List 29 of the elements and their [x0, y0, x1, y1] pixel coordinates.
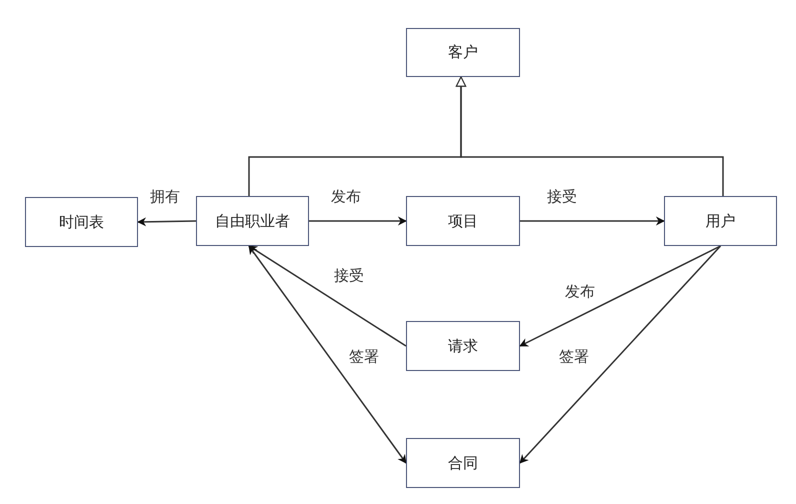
entity-box [406, 321, 520, 371]
entity-box [406, 438, 520, 488]
entity-box [25, 197, 138, 247]
arrow [248, 245, 406, 347]
arrow [520, 216, 665, 226]
entity-name: 合同 [448, 454, 478, 472]
edge-label: 接受 [545, 188, 579, 206]
entity-name: 时间表 [59, 212, 104, 232]
arrow [456, 76, 724, 196]
entity-name: 项目 [448, 212, 478, 230]
edge-label: 拥有 [148, 188, 182, 206]
arrow [137, 217, 196, 226]
arrow [519, 246, 722, 464]
edge-label: 发布 [329, 188, 363, 206]
entity-box [406, 196, 520, 246]
edge-label: 发布 [563, 282, 597, 302]
entity-name: 自由职业者 [215, 212, 290, 230]
edge-label: 签署 [557, 348, 591, 366]
edge-label: 接受 [332, 266, 366, 286]
entity-box [196, 196, 309, 246]
arrow [309, 216, 407, 226]
arrow [248, 245, 407, 464]
entity-name: 请求 [448, 336, 478, 356]
arrow [519, 245, 721, 347]
entity-box [406, 28, 520, 77]
edge-label: 签署 [347, 348, 381, 366]
entity-box [664, 196, 777, 246]
entity-name: 用户 [706, 212, 736, 230]
entity-name: 客户 [448, 43, 478, 62]
